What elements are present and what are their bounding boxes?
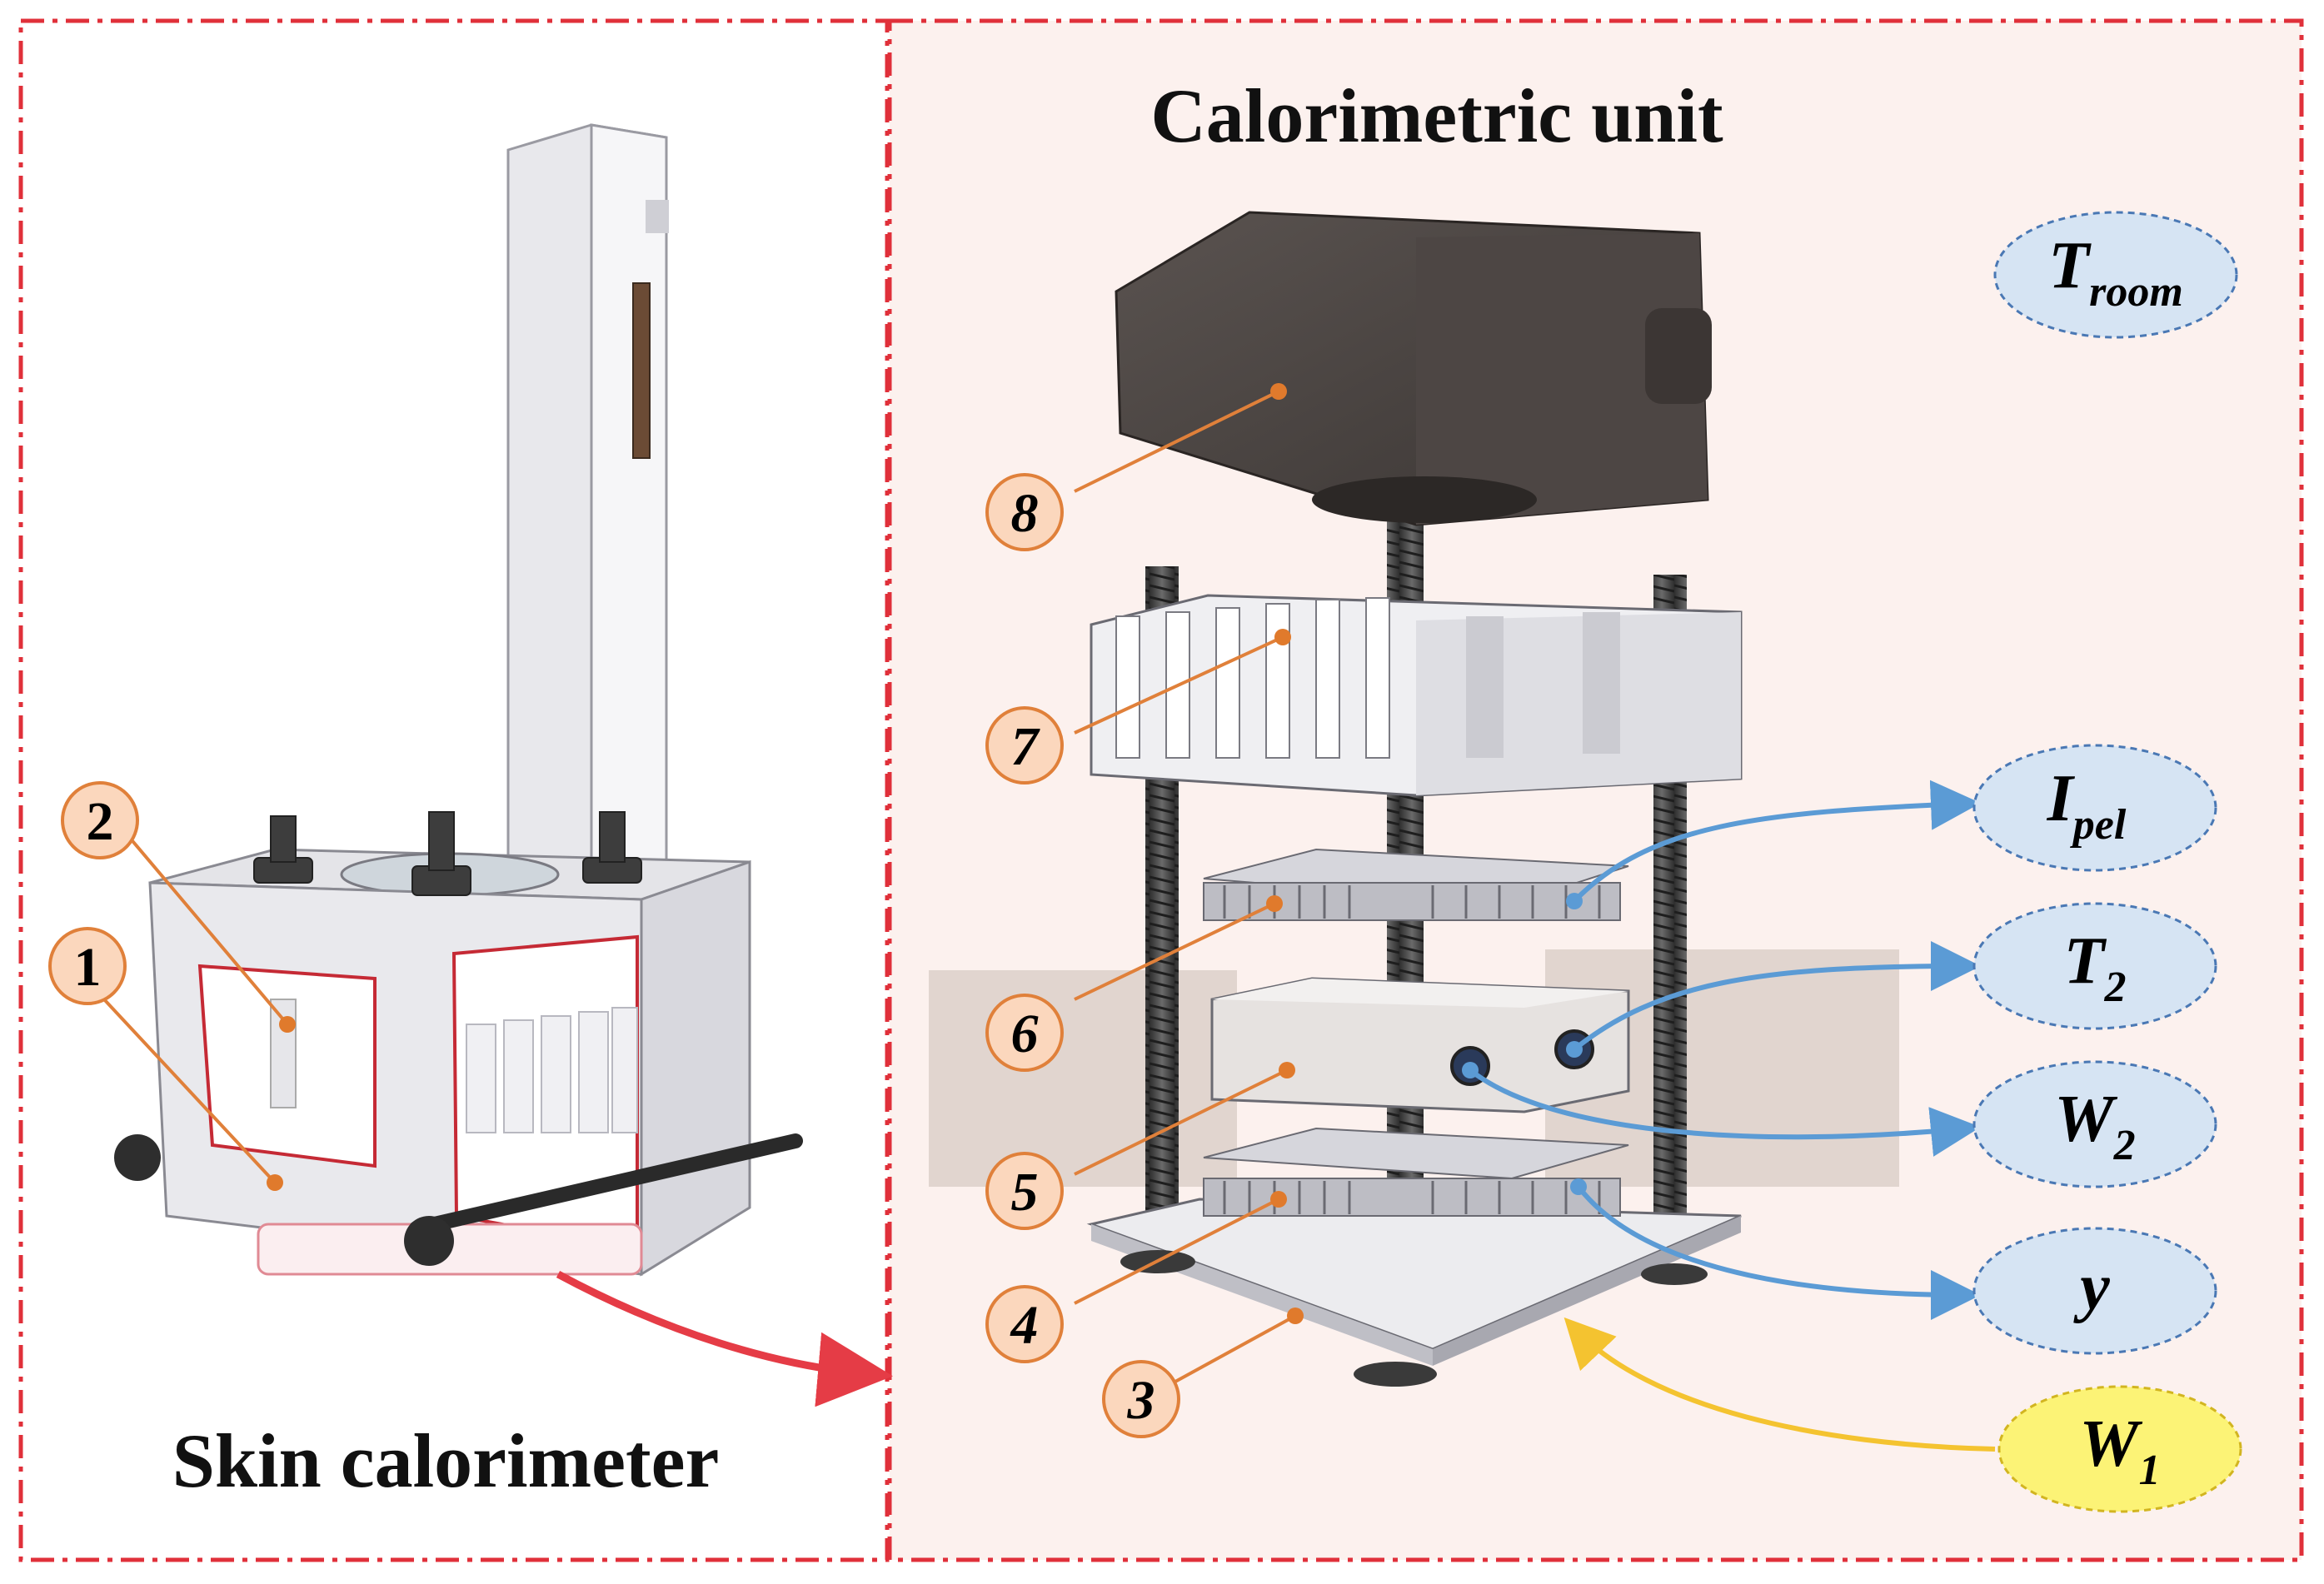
variable-w-1: W1 <box>1997 1385 2242 1513</box>
callout-4-label: 4 <box>1010 1295 1039 1356</box>
i-pel-sub: pel <box>2070 801 2127 849</box>
t-room-sub: room <box>2089 268 2183 316</box>
i-pel-main: I <box>2047 762 2076 835</box>
variable-t-room: Troom <box>1993 211 2238 339</box>
svg-text:W2: W2 <box>2054 1083 2135 1169</box>
calorimetric-unit-illustration <box>929 211 1899 1387</box>
w2-arrow <box>1469 1068 1981 1157</box>
callout-5-label: 5 <box>1011 1162 1039 1223</box>
t-room-main: T <box>2048 229 2092 302</box>
skin-calorimeter-illustration <box>114 123 803 1277</box>
right-panel-title: Calorimetric unit <box>1150 73 1723 158</box>
w1-arrow <box>1563 1317 1996 1452</box>
callout-1-label: 1 <box>74 937 102 998</box>
callout-5: 5 <box>985 1152 1064 1230</box>
y-arrow <box>1576 1185 1981 1320</box>
callout-6-label: 6 <box>1011 1004 1039 1064</box>
callout-6: 6 <box>985 994 1064 1072</box>
svg-text:W1: W1 <box>2079 1407 2160 1494</box>
variable-y: y <box>1972 1227 2217 1355</box>
w-1-main: W <box>2079 1407 2142 1481</box>
callout-8-label: 8 <box>1011 483 1039 544</box>
left-panel-frame <box>18 18 890 1562</box>
callout-2: 2 <box>61 781 139 859</box>
callout-4: 4 <box>985 1285 1064 1363</box>
callout-3: 3 <box>1102 1360 1180 1438</box>
callout-7-label: 7 <box>1011 716 1041 777</box>
w-1-sub: 1 <box>2139 1447 2161 1494</box>
callout-7: 7 <box>985 706 1064 785</box>
variable-i-pel: Ipel <box>1972 744 2217 872</box>
variable-t-2: T2 <box>1972 902 2217 1030</box>
svg-text:Ipel: Ipel <box>2047 762 2127 849</box>
ipel-arrow <box>1572 780 1981 904</box>
w-2-main: W <box>2054 1083 2117 1156</box>
link-arrow <box>556 1271 893 1407</box>
left-panel-title: Skin calorimeter <box>172 1418 720 1503</box>
t-2-main: T <box>2064 924 2107 998</box>
callout-8: 8 <box>985 473 1064 551</box>
variable-w-2: W2 <box>1972 1060 2217 1188</box>
svg-text:Troom: Troom <box>2048 229 2183 316</box>
svg-text:T2: T2 <box>2064 924 2127 1011</box>
callout-3-label: 3 <box>1127 1370 1155 1431</box>
w-2-sub: 2 <box>2113 1122 2136 1169</box>
callout-1: 1 <box>48 927 127 1005</box>
t-2-sub: 2 <box>2103 964 2126 1011</box>
t2-arrow <box>1573 941 1981 1052</box>
callout-2-label: 2 <box>87 791 114 852</box>
